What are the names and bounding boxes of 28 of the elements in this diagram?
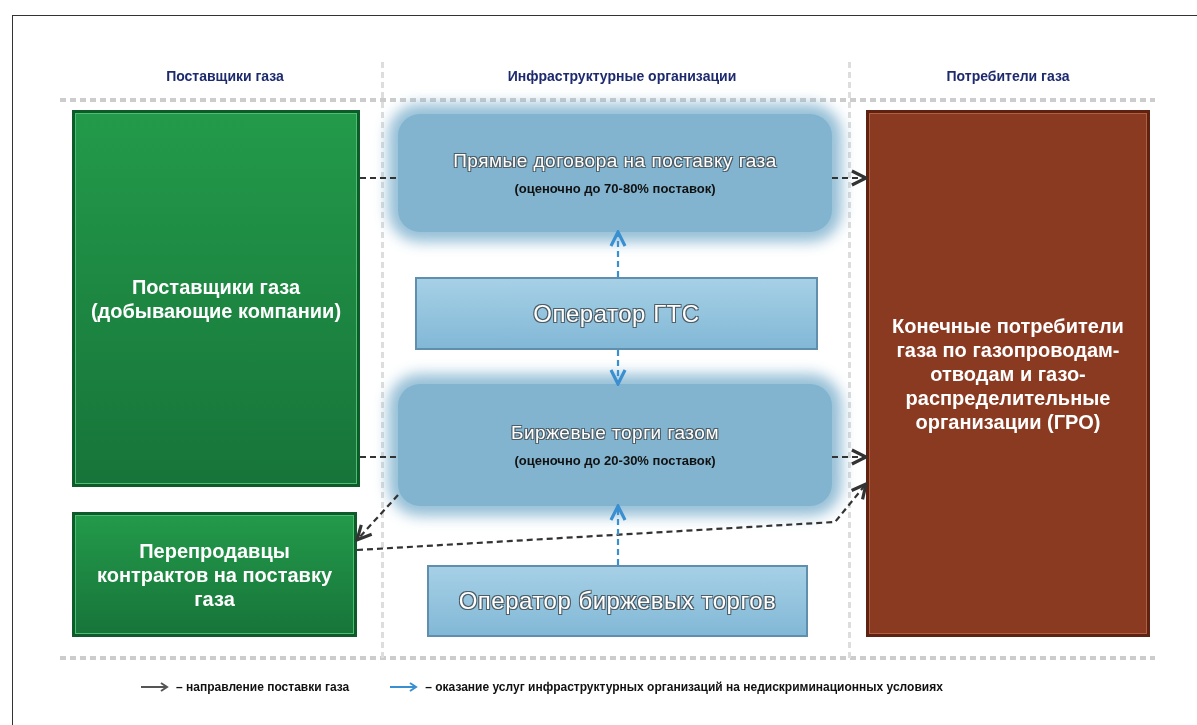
share-note: (оценочно до 70-80% поставок) [514,181,716,197]
market-area [398,384,832,506]
legend-text: – оказание услуг инфраструктурных организаций на недискриминационных условиях [425,680,943,694]
supplier-box [72,110,360,487]
node-title: Перепродавцы контрактов на поставку газа [95,538,334,611]
node-title: Поставщики газа (добывающие компании) [89,274,343,323]
operator-bar [427,565,808,637]
arrow [609,230,627,277]
column-heading: Инфраструктурные организации [507,68,737,84]
supplier-box [72,512,357,637]
column-heading: Поставщики газа [166,68,284,84]
column-heading: Потребители газа [946,68,1070,84]
market-area [398,114,832,232]
node-title: Прямые договора на поставку газа [453,149,777,172]
node-title: Оператор ГТС [533,299,700,328]
node-title: Оператор биржевых торгов [458,587,777,615]
node-title: Конечные потребители газа по газопроводам-отводам и газо-распределительные организации (ГРО) [891,313,1125,434]
arrow [356,482,868,552]
consumer-box [866,110,1150,637]
node-title: Биржевые торги газом [511,421,719,444]
arrow [355,494,399,542]
arrow [832,448,868,466]
arrow [609,504,627,565]
share-note: (оценочно до 20-30% поставок) [514,453,716,469]
arrow [832,169,868,187]
legend-text: – направление поставки газа [176,680,350,694]
operator-bar [415,277,818,350]
arrow [609,350,627,386]
